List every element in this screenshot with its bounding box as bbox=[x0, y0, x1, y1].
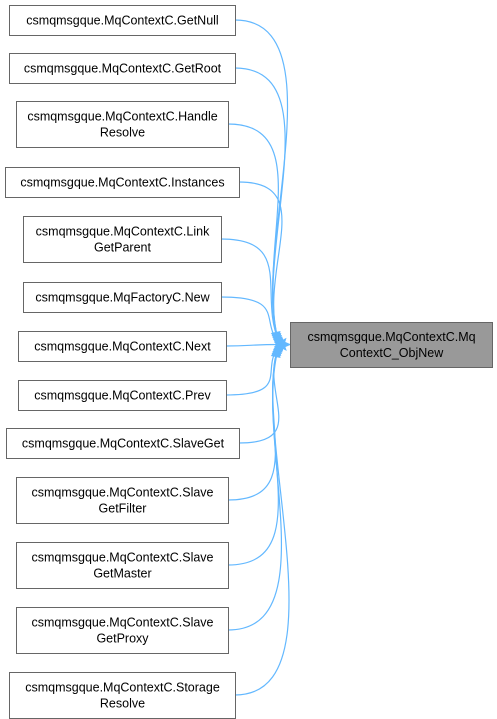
node-label-line: csmqmsgque.MqFactoryC.New bbox=[35, 291, 210, 305]
node-label-line: csmqmsgque.MqContextC.GetRoot bbox=[24, 62, 222, 76]
node-label-line: csmqmsgque.MqContextC.Slave bbox=[31, 486, 213, 500]
node-label-line: csmqmsgque.MqContextC.Prev bbox=[34, 389, 211, 403]
node-label-line: csmqmsgque.MqContextC.Storage bbox=[25, 681, 220, 695]
node-box bbox=[9, 53, 236, 84]
node-label-line: GetParent bbox=[94, 241, 152, 255]
node-label-line: csmqmsgque.MqContextC.Link bbox=[36, 225, 210, 239]
node-label-line: csmqmsgque.MqContextC.Slave bbox=[31, 551, 213, 565]
edge-handleresolve bbox=[227, 123, 279, 337]
node-label-line: Resolve bbox=[100, 697, 145, 711]
node-box bbox=[5, 167, 240, 198]
nodes: csmqmsgque.MqContextC.GetNull csmqmsgque.… bbox=[5, 5, 493, 719]
node-label-line: csmqmsgque.MqContextC.Mq bbox=[307, 330, 475, 344]
edge-slavegetfilter bbox=[227, 350, 279, 501]
node-label-line: ContextC_ObjNew bbox=[340, 346, 444, 360]
edge-factorynew bbox=[220, 296, 280, 343]
node-box bbox=[16, 542, 229, 589]
edge-slavegetproxy bbox=[227, 354, 283, 631]
node-box bbox=[9, 672, 236, 719]
node-box bbox=[18, 380, 227, 411]
edge-linkgetparent bbox=[220, 238, 280, 341]
node-label-line: csmqmsgque.MqContextC.Handle bbox=[27, 110, 217, 124]
edge-prev bbox=[225, 346, 280, 396]
node-box bbox=[23, 282, 222, 313]
node-label-line: GetMaster bbox=[93, 567, 151, 581]
node-box bbox=[16, 101, 229, 148]
node-label-line: GetFilter bbox=[99, 502, 147, 516]
target-node[interactable]: csmqmsgque.MqContextC.MqContextC_ObjNew bbox=[290, 322, 493, 368]
edge-getnull bbox=[234, 19, 289, 333]
node-box bbox=[6, 428, 240, 459]
node-label-line: Resolve bbox=[100, 126, 145, 140]
caller-node-factorynew[interactable]: csmqmsgque.MqFactoryC.New bbox=[23, 282, 222, 313]
edge-instances bbox=[238, 181, 283, 339]
node-label-line: GetProxy bbox=[96, 632, 149, 646]
node-box bbox=[16, 607, 229, 654]
node-box bbox=[18, 331, 227, 362]
caller-node-getnull[interactable]: csmqmsgque.MqContextC.GetNull bbox=[9, 5, 236, 36]
node-box bbox=[9, 5, 236, 36]
node-label-line: csmqmsgque.MqContextC.GetNull bbox=[26, 14, 218, 28]
node-label-line: csmqmsgque.MqContextC.Next bbox=[34, 340, 211, 354]
arrowhead bbox=[270, 345, 281, 358]
node-box bbox=[16, 477, 229, 524]
caller-node-getroot[interactable]: csmqmsgque.MqContextC.GetRoot bbox=[9, 53, 236, 84]
node-label-line: csmqmsgque.MqContextC.Instances bbox=[20, 176, 224, 190]
node-box bbox=[290, 322, 493, 368]
edge-next bbox=[225, 343, 281, 347]
node-box bbox=[23, 216, 222, 263]
edges bbox=[220, 19, 292, 696]
caller-node-next[interactable]: csmqmsgque.MqContextC.Next bbox=[18, 331, 227, 362]
caller-node-instances[interactable]: csmqmsgque.MqContextC.Instances bbox=[5, 167, 240, 198]
node-label-line: csmqmsgque.MqContextC.Slave bbox=[31, 616, 213, 630]
caller-node-prev[interactable]: csmqmsgque.MqContextC.Prev bbox=[18, 380, 227, 411]
edge-storageresolve bbox=[234, 356, 290, 696]
caller-node-slaveget[interactable]: csmqmsgque.MqContextC.SlaveGet bbox=[6, 428, 240, 459]
node-label-line: csmqmsgque.MqContextC.SlaveGet bbox=[22, 437, 225, 451]
